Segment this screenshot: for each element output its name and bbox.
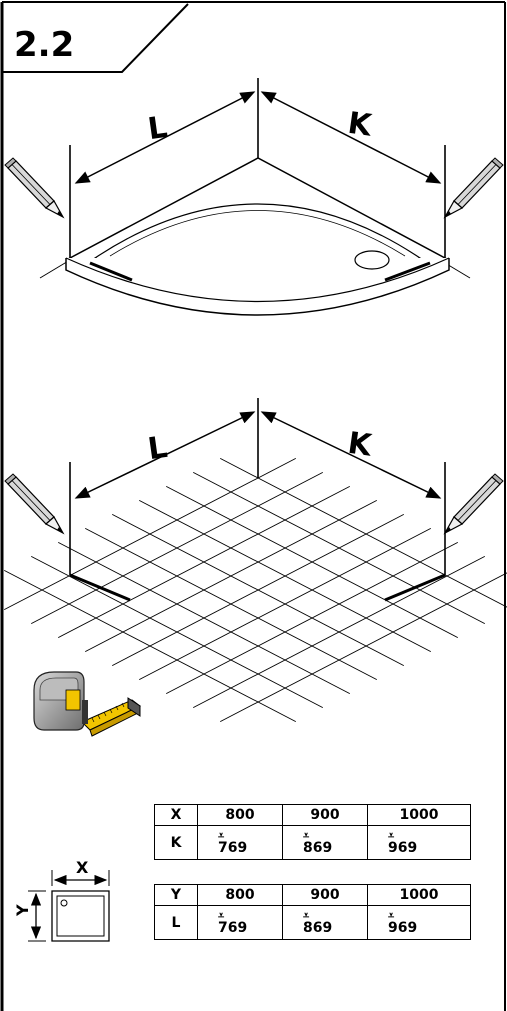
pencil-icon <box>444 473 504 534</box>
table-cell: 769 <box>218 839 248 856</box>
dimension-table-x: X 800 900 1000 K ⩡769 ⩡869 ⩡969 <box>154 804 471 860</box>
table-header-cell: 1000 <box>367 884 471 906</box>
arrow-down-icon: ⩡ <box>303 908 310 922</box>
table-cell: 969 <box>388 839 418 856</box>
table-header-cell: 800 <box>197 804 283 826</box>
table-header-cell: 800 <box>197 884 283 906</box>
dimension-label-k-top: K <box>346 106 376 144</box>
table-row: K ⩡769 ⩡869 ⩡969 <box>154 825 471 860</box>
arrow-down-icon: ⩡ <box>303 828 310 842</box>
pencil-icon <box>4 473 64 534</box>
shower-tray-diagram <box>39 78 471 316</box>
arrow-down-icon: ⩡ <box>388 908 395 922</box>
table-row-label: L <box>154 905 198 940</box>
inset-label-x: X <box>76 858 89 877</box>
tiled-floor-diagram <box>3 398 507 722</box>
tape-measure-icon <box>33 671 141 737</box>
pencil-icon <box>444 157 504 218</box>
table-cell: 969 <box>388 919 418 936</box>
dimension-label-k-bottom: K <box>346 426 376 464</box>
table-cell: 869 <box>303 919 333 936</box>
arrow-down-icon: ⩡ <box>218 828 225 842</box>
step-number: 2.2 <box>14 25 74 65</box>
tray-dimension-inset <box>28 870 110 942</box>
table-row-label: K <box>154 825 198 860</box>
table-header-label: Y <box>154 884 198 906</box>
arrow-down-icon: ⩡ <box>218 908 225 922</box>
table-cell: 769 <box>218 919 248 936</box>
table-header-cell: 900 <box>282 804 368 826</box>
table-row: L ⩡769 ⩡869 ⩡969 <box>154 905 471 940</box>
table-header-label: X <box>154 804 198 826</box>
pencil-icon <box>4 157 64 218</box>
inset-label-y: Y <box>13 904 32 917</box>
arrow-down-icon: ⩡ <box>388 828 395 842</box>
table-header-row: X 800 900 1000 <box>154 804 471 826</box>
dimension-table-y: Y 800 900 1000 L ⩡769 ⩡869 ⩡969 <box>154 884 471 940</box>
table-header-cell: 1000 <box>367 804 471 826</box>
table-header-cell: 900 <box>282 884 368 906</box>
dimension-label-l-top: L <box>146 110 170 147</box>
dimension-label-l-bottom: L <box>146 430 170 467</box>
table-header-row: Y 800 900 1000 <box>154 884 471 906</box>
table-cell: 869 <box>303 839 333 856</box>
